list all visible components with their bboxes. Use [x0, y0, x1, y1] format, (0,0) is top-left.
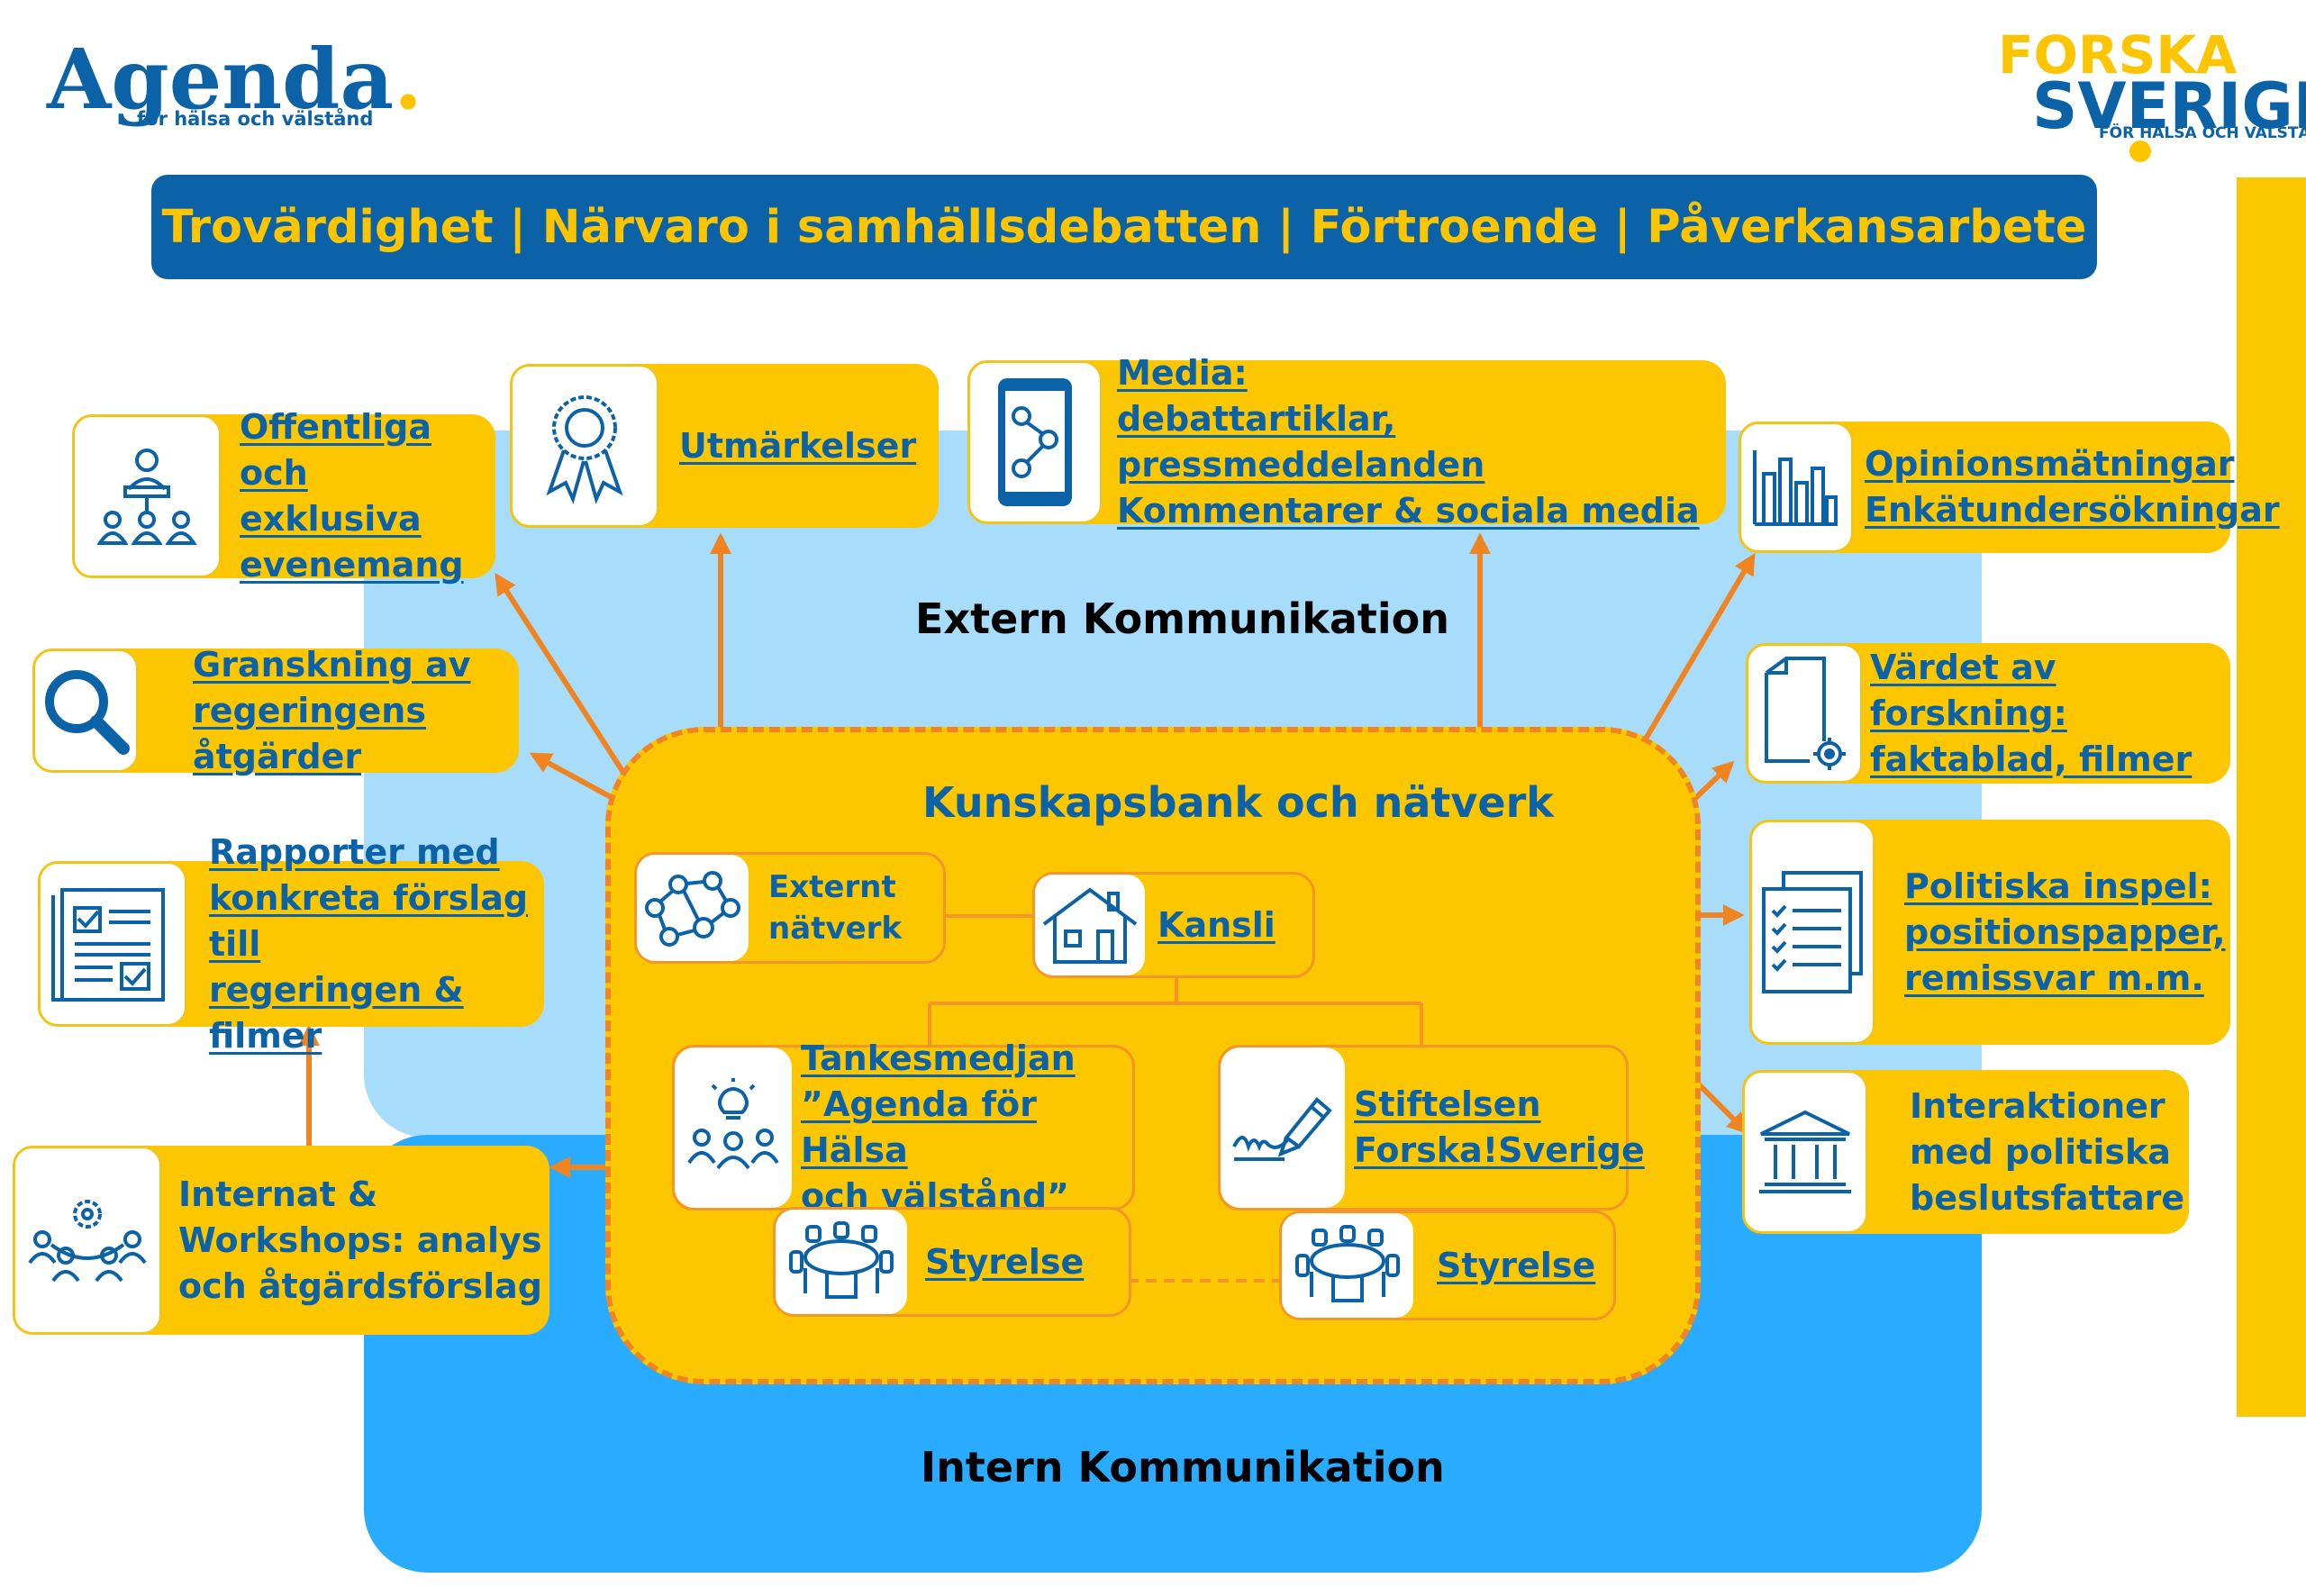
card-kansli[interactable]: Kansli [1032, 872, 1315, 978]
phone-network-icon [998, 378, 1072, 506]
forska-logo-dot [2129, 141, 2151, 162]
card-styrelse-right-icon-box [1282, 1213, 1413, 1318]
house-icon [1042, 887, 1138, 964]
boardroom-table-icon [1295, 1225, 1400, 1302]
agenda-logo-word: Agenda [47, 31, 395, 128]
card-granskning-text: Granskning av regeringens åtgärder [193, 644, 471, 776]
signature-pen-icon [1232, 1097, 1332, 1161]
card-interaktioner-text: Interaktioner med politiska beslutsfatta… [1910, 1085, 2185, 1218]
card-kansli-icon-box [1035, 875, 1145, 975]
card-utmarkelser[interactable]: Utmärkelser [510, 364, 939, 528]
card-styrelse-left[interactable]: Styrelse [773, 1207, 1131, 1317]
card-opinion-icon-box [1739, 422, 1854, 553]
agenda-logo-dot: . [394, 31, 423, 128]
card-styrelse-right-text: Styrelse [1437, 1245, 1596, 1285]
card-media-icon-box [967, 360, 1103, 524]
card-stiftelsen-icon-box [1221, 1047, 1345, 1208]
card-media[interactable]: Media: debattartiklar, pressmeddelanden … [967, 353, 1726, 530]
card-offentliga[interactable]: Offentliga och exklusiva evenemang [72, 407, 495, 585]
document-target-icon [1765, 657, 1846, 770]
card-rapporter-text: Rapporter med konkreta förslag till rege… [209, 831, 529, 1056]
card-granskning[interactable]: Granskning av regeringens åtgärder [32, 645, 519, 776]
forska-logo-line2: SVERIGE [2032, 69, 2306, 143]
card-styrelse-left-icon-box [776, 1210, 907, 1314]
card-utmarkelser-icon-box [510, 364, 659, 528]
report-checklist-icon [51, 888, 165, 1002]
extern-communication-label: Extern Kommunikation [915, 594, 1450, 643]
agenda-logo: Agenda. för hälsa och välstånd [47, 34, 422, 130]
arrow-to-opinion [1642, 552, 1756, 742]
card-vardet-icon-box [1746, 643, 1863, 784]
arrow-to-vardet [1687, 760, 1735, 806]
card-interaktioner-icon-box [1742, 1070, 1868, 1234]
card-styrelse-left-text: Styrelse [925, 1241, 1085, 1282]
agenda-logo-subtitle: för hälsa och välstånd [137, 108, 374, 130]
card-styrelse-right[interactable]: Styrelse [1279, 1211, 1616, 1320]
card-rapporter-icon-box [38, 861, 187, 1027]
card-offentliga-text: Offentliga och exklusiva evenemang [240, 407, 464, 585]
presenter-audience-icon [96, 449, 197, 545]
card-internat-icon-box [13, 1146, 162, 1335]
card-utmarkelser-text: Utmärkelser [679, 425, 917, 466]
right-accent-bar [2237, 177, 2306, 1417]
forska-logo-line1: FORSKA [1998, 24, 2238, 86]
card-kansli-text: Kansli [1158, 904, 1276, 945]
card-vardet-text: Värdet av forskning: faktablad, filmer [1870, 647, 2193, 779]
card-internat[interactable]: Internat & Workshops: analys och åtgärds… [13, 1146, 549, 1335]
knowledge-bank-title: Kunskapsbank och nätverk [922, 778, 1554, 827]
forska-sverige-logo: FORSKA SVERIGE FÖR HÄLSA OCH VÄLSTÅND [1998, 24, 2306, 162]
government-building-icon [1759, 1110, 1851, 1193]
card-stiftelsen[interactable]: Stiftelsen Forska!Sverige [1218, 1045, 1645, 1211]
card-internat-text: Internat & Workshops: analys och åtgärds… [178, 1174, 542, 1306]
card-tankesmedjan-icon-box [675, 1047, 792, 1208]
card-politiska-text: Politiska inspel: positionspapper, remis… [1904, 866, 2226, 998]
card-offentliga-icon-box [72, 414, 222, 578]
card-rapporter[interactable]: Rapporter med konkreta förslag till rege… [38, 832, 544, 1056]
card-granskning-icon-box [32, 648, 139, 773]
card-tankesmedjan[interactable]: Tankesmedjan ”Agenda för Hälsa och välst… [672, 1038, 1135, 1216]
forska-logo-line3: FÖR HÄLSA OCH VÄLSTÅND [2099, 124, 2306, 142]
card-politiska[interactable]: Politiska inspel: positionspapper, remis… [1749, 820, 2230, 1045]
values-banner-text: Trovärdighet | Närvaro i samhällsdebatte… [161, 200, 2087, 254]
card-externt-text: Externt nätverk [768, 869, 903, 947]
card-opinion-text: Opinionsmätningar Enkätundersökningar [1865, 444, 2280, 530]
card-opinion[interactable]: Opinionsmätningar Enkätundersökningar [1739, 422, 2280, 553]
bar-chart-icon [1753, 450, 1838, 526]
idea-team-icon [687, 1078, 779, 1170]
card-externt-icon-box [637, 855, 749, 961]
magnifier-icon [45, 670, 130, 755]
card-media-text: Media: debattartiklar, pressmeddelanden … [1117, 353, 1700, 530]
values-banner: Trovärdighet | Närvaro i samhällsdebatte… [151, 175, 2097, 279]
documents-checklist-icon [1762, 871, 1863, 993]
card-politiska-icon-box [1749, 820, 1875, 1045]
card-vardet[interactable]: Värdet av forskning: faktablad, filmer [1746, 643, 2230, 784]
workshop-group-icon [28, 1200, 147, 1283]
card-tankesmedjan-text: Tankesmedjan ”Agenda för Hälsa och välst… [801, 1038, 1076, 1216]
arrow-to-granskning [529, 752, 614, 801]
card-externt-natverk[interactable]: Externt nätverk [634, 852, 946, 964]
card-interaktioner[interactable]: Interaktioner med politiska beslutsfatta… [1742, 1070, 2189, 1234]
arrow-to-offentliga [495, 572, 633, 785]
card-stiftelsen-text: Stiftelsen Forska!Sverige [1354, 1084, 1645, 1170]
network-people-icon [645, 871, 740, 947]
intern-communication-label: Intern Kommunikation [921, 1443, 1445, 1492]
boardroom-table-icon [789, 1221, 894, 1299]
award-ribbon-icon [546, 395, 623, 504]
